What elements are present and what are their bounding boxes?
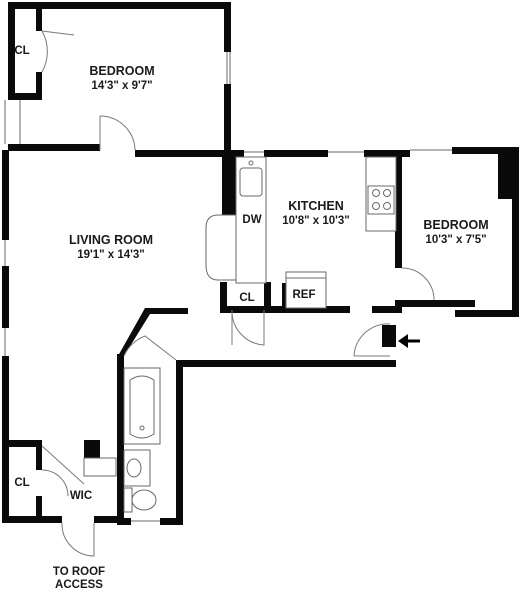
room-labels: BEDROOM 14'3" x 9'7" LIVING ROOM 19'1" x… (14, 45, 488, 591)
kitchen-island (205, 214, 237, 281)
kitchen-sink (239, 167, 263, 197)
closet-mid-label: CL (239, 292, 254, 304)
living-room-dims: 19'1" x 14'3" (77, 249, 145, 261)
bath-fixtures (83, 367, 161, 513)
wic-shelf (83, 457, 117, 477)
kitchen-fixtures (205, 156, 397, 309)
bedroom-right-dims: 10'3" x 7'5" (425, 234, 486, 246)
arrow-left-icon (398, 334, 420, 348)
windows (4, 52, 452, 522)
toilet-tank (123, 487, 133, 513)
roof-access-line2: ACCESS (55, 579, 103, 591)
closet-top-label: CL (14, 45, 29, 57)
bedroom-top-dims: 14'3" x 9'7" (91, 80, 152, 92)
bedroom-right-name: BEDROOM (423, 218, 488, 232)
kitchen-dims: 10'8" x 10'3" (282, 215, 350, 227)
toilet-bowl (131, 489, 157, 511)
wic-name: WIC (70, 490, 92, 502)
stove (367, 185, 395, 215)
roof-access-line1: TO ROOF (53, 566, 105, 578)
dishwasher-label: DW (242, 214, 261, 226)
bedroom-top-name: BEDROOM (89, 64, 154, 78)
living-room-name: LIVING ROOM (69, 233, 153, 247)
walls (2, 2, 519, 525)
doors (41, 30, 435, 557)
closet-bottom-label: CL (14, 477, 29, 489)
kitchen-name: KITCHEN (288, 199, 344, 213)
refrigerator-label: REF (293, 289, 316, 301)
